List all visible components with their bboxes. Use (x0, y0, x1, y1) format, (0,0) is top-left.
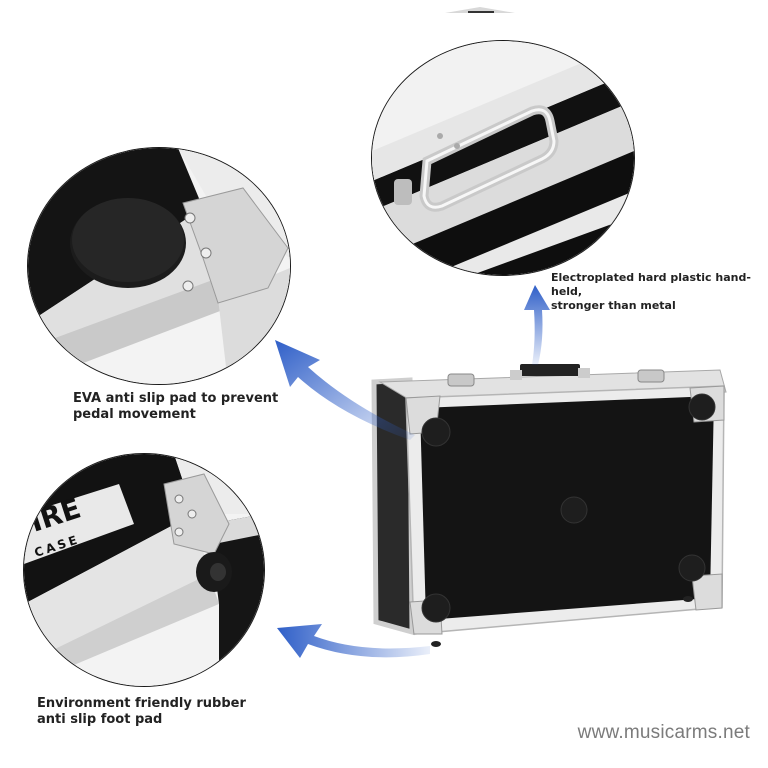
eva-pad-caption: EVA anti slip pad to prevent pedal movem… (73, 391, 293, 424)
arrow-to-rubber-foot (277, 624, 430, 658)
rubber-foot-caption-line-1: Environment friendly rubber (37, 696, 246, 711)
eva-pad-detail-circle (27, 147, 291, 385)
rubber-foot-caption: Environment friendly rubber anti slip fo… (37, 696, 267, 729)
top-fragment (440, 4, 520, 14)
arrow-to-eva-pad (275, 340, 415, 440)
handle-detail-circle (371, 40, 635, 276)
handle-caption-line-2: stronger than metal (551, 298, 676, 312)
rubber-foot-detail-circle: IRE CASE (23, 453, 265, 687)
handle-caption: Electroplated hard plastic hand-held, st… (551, 271, 766, 312)
rubber-foot-caption-line-2: anti slip foot pad (37, 712, 163, 728)
watermark-text: www.musicarms.net (577, 722, 750, 743)
pedal-case-main (370, 362, 732, 650)
eva-pad-caption-line-2: pedal movement (73, 407, 196, 423)
handle-caption-line-1: Electroplated hard plastic hand-held, (551, 271, 751, 298)
arrow-to-handle (524, 285, 550, 365)
eva-pad-caption-line-1: EVA anti slip pad to prevent (73, 391, 279, 406)
